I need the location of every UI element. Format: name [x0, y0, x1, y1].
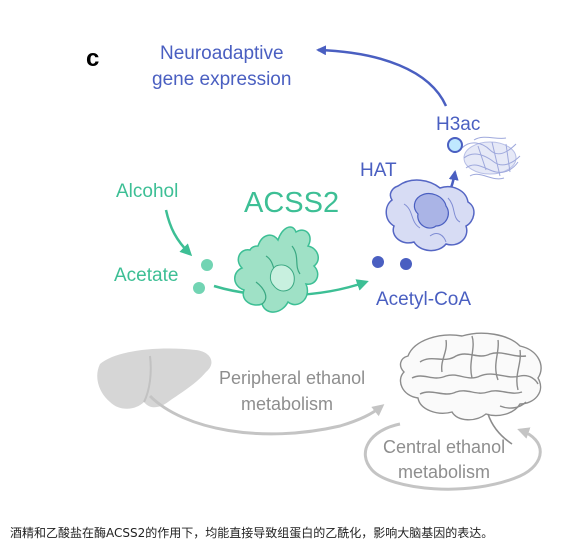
- h3ac-label: H3ac: [436, 114, 480, 135]
- arrow-to-gene-expression: [316, 45, 448, 107]
- hat-enzyme-icon: [385, 179, 475, 252]
- figure: c Neuroadaptive gene expression H3ac HAT…: [86, 43, 542, 491]
- central-label: Central ethanol: [383, 437, 505, 457]
- neuroadaptive-label: Neuroadaptive: [160, 43, 284, 64]
- figure-caption: 酒精和乙酸盐在酶ACSS2的作用下，均能直接导致组蛋白的乙酰化，影响大脑基因的表…: [10, 526, 494, 540]
- peripheral-label: Peripheral ethanol: [219, 368, 365, 388]
- acetate-label: Acetate: [114, 265, 178, 286]
- acetyl-coa-dot: [400, 258, 412, 270]
- arrow-alcohol-to-acetate: [164, 209, 193, 257]
- central-loop: [363, 422, 542, 491]
- gene-expression-label: gene expression: [152, 69, 291, 90]
- acss2-label: ACSS2: [244, 187, 339, 219]
- acetyl-coa-label: Acetyl-CoA: [376, 289, 471, 310]
- panel-letter: c: [86, 45, 99, 72]
- acetyl-mark-dot: [447, 137, 463, 153]
- acetyl-coa-dot: [372, 256, 384, 268]
- brain-icon: [399, 332, 542, 445]
- liver-icon: [97, 348, 212, 409]
- alcohol-label: Alcohol: [116, 181, 178, 202]
- acss2-enzyme-icon: [234, 226, 319, 313]
- acetate-dot: [193, 282, 205, 294]
- peripheral-metabolism-label: metabolism: [241, 394, 333, 414]
- hat-label: HAT: [360, 160, 397, 181]
- central-metabolism-label: metabolism: [398, 462, 490, 482]
- arrow-liver-to-brain: [148, 394, 385, 436]
- acetate-dot: [201, 259, 213, 271]
- nucleosome-icon: [461, 136, 521, 180]
